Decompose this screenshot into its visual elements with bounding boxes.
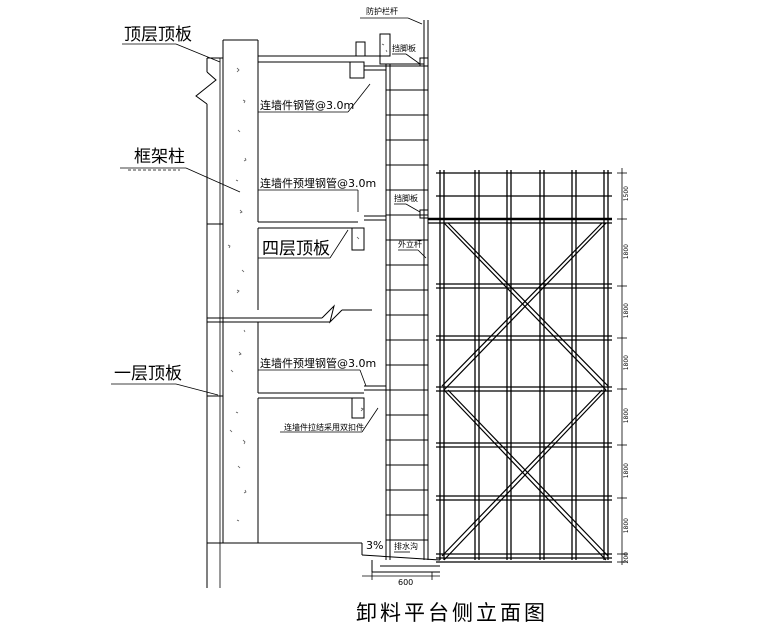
leader-lines — [111, 18, 426, 552]
dimension-vertical — [617, 168, 627, 565]
label-fourth-slab: 四层顶板 — [262, 239, 330, 259]
frame-column — [223, 40, 258, 543]
cross-bracing — [442, 223, 608, 560]
dimension-horizontal — [362, 572, 440, 580]
drawing-title: 卸料平台侧立面图 — [356, 601, 548, 625]
label-first-slab: 一层顶板 — [114, 364, 182, 384]
label-top-slab: 顶层顶板 — [124, 25, 192, 45]
break-line — [207, 306, 372, 322]
first-slab — [207, 393, 364, 418]
top-slab — [207, 42, 375, 78]
dim-v5: 1800 — [623, 463, 630, 479]
label-wall-tie-pre-1: 连墙件预埋钢管@3.0m — [260, 177, 377, 190]
label-drain: 排水沟 — [394, 542, 418, 551]
dim-v-top: 1500 — [623, 186, 630, 202]
label-toe-board-top: 挡脚板 — [392, 44, 416, 53]
dim-v4: 1800 — [623, 408, 630, 424]
fourth-slab — [207, 222, 364, 250]
dim-v6: 1800 — [623, 518, 630, 534]
label-wall-tie-pre-2: 连墙件预埋钢管@3.0m — [260, 357, 377, 370]
label-wall-tie-double: 连墙件拉结采用双扣件 — [284, 423, 364, 432]
dim-v1: 1800 — [623, 244, 630, 260]
label-frame-column: 框架柱 — [134, 147, 185, 167]
scaffold-inner — [364, 20, 428, 560]
label-slope: 3% — [366, 539, 384, 552]
concrete-marks — [228, 44, 387, 521]
platform-frame — [428, 170, 612, 562]
building-wall-left — [196, 58, 220, 588]
dim-v2: 1800 — [623, 303, 630, 319]
dim-v-base: 200 — [623, 552, 630, 564]
dim-v3: 1800 — [623, 355, 630, 371]
label-toe-board-mid: 挡脚板 — [394, 194, 418, 203]
label-outer-pole: 外立杆 — [398, 240, 422, 249]
label-wall-tie-pipe: 连墙件钢管@3.0m — [260, 99, 355, 112]
label-guardrail: 防护栏杆 — [366, 7, 398, 16]
dim-bottom-width: 600 — [398, 578, 414, 587]
ground-line — [207, 543, 440, 572]
